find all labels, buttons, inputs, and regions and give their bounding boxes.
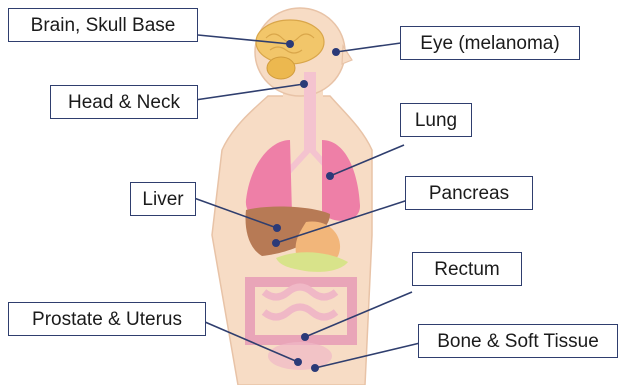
- connector-eye: [336, 42, 408, 52]
- marker-prostate: [294, 358, 302, 366]
- nose: [342, 46, 352, 64]
- label-eye-melanoma: Eye (melanoma): [400, 26, 580, 60]
- cerebellum: [267, 57, 295, 79]
- label-head-neck: Head & Neck: [50, 85, 198, 119]
- label-lung: Lung: [400, 103, 472, 137]
- marker-eye: [332, 48, 340, 56]
- label-bone-soft-tissue: Bone & Soft Tissue: [418, 324, 618, 358]
- marker-head-neck: [300, 80, 308, 88]
- label-pancreas: Pancreas: [405, 176, 533, 210]
- marker-liver: [273, 224, 281, 232]
- marker-rectum: [301, 333, 309, 341]
- label-liver: Liver: [130, 182, 196, 216]
- marker-lung: [326, 172, 334, 180]
- label-rectum: Rectum: [412, 252, 522, 286]
- label-brain-skull-base: Brain, Skull Base: [8, 8, 198, 42]
- label-prostate-uterus: Prostate & Uterus: [8, 302, 206, 336]
- marker-brain: [286, 40, 294, 48]
- marker-bone: [311, 364, 319, 372]
- marker-pancreas: [272, 239, 280, 247]
